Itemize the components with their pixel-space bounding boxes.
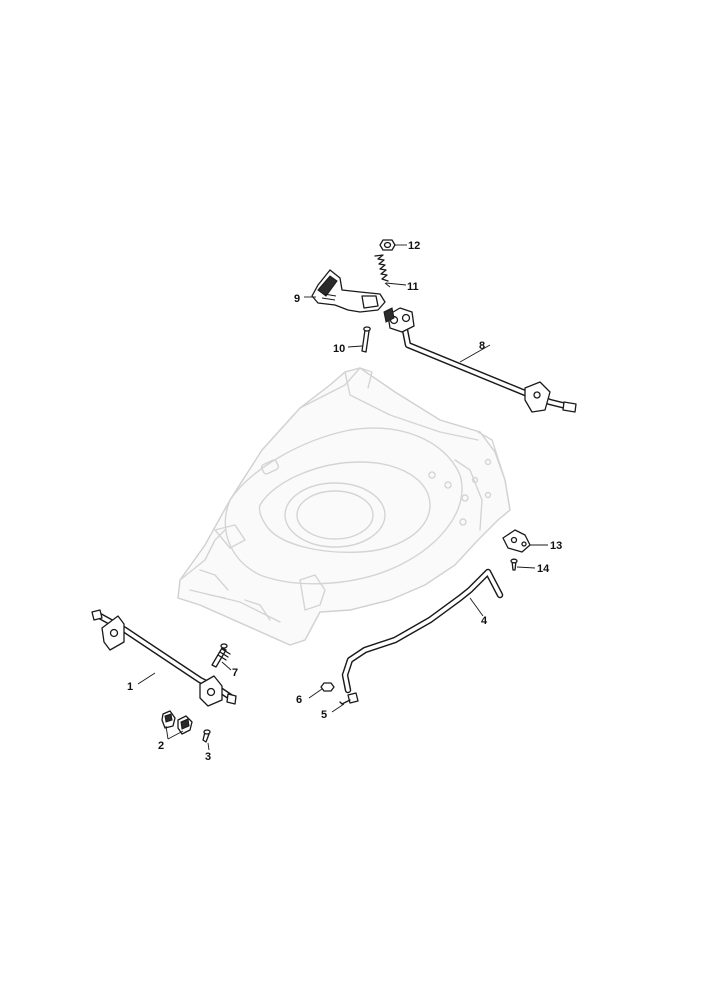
callout-6: 6 xyxy=(296,694,302,706)
part-14-screw xyxy=(510,558,518,571)
part-10-pin xyxy=(361,326,371,353)
part-13-plate xyxy=(502,529,531,553)
part-5-bolt xyxy=(339,692,359,705)
callout-8: 8 xyxy=(479,340,485,352)
callout-11: 11 xyxy=(407,281,419,293)
leader-lines xyxy=(137,244,548,751)
callout-4: 4 xyxy=(481,615,488,627)
part-9-lever-handle xyxy=(311,269,386,313)
callout-12: 12 xyxy=(408,240,420,252)
part-1-axle-rod xyxy=(91,609,237,707)
callout-2: 2 xyxy=(158,740,164,752)
part-2-clips xyxy=(161,710,193,735)
part-12-nut xyxy=(379,239,396,251)
callout-3: 3 xyxy=(205,751,211,763)
callout-labels: 1 2 3 4 5 6 7 8 9 10 11 12 13 14 xyxy=(127,240,562,763)
part-8-rear-height-rod xyxy=(383,307,577,413)
part-3-screw xyxy=(202,729,211,743)
callout-9: 9 xyxy=(294,293,300,305)
part-6-nut xyxy=(320,682,335,692)
callout-13: 13 xyxy=(550,540,562,552)
callout-7: 7 xyxy=(232,667,238,679)
part-4-front-height-rod xyxy=(341,568,504,694)
callout-5: 5 xyxy=(321,709,327,721)
part-7-spring-pin xyxy=(211,643,231,668)
mower-deck xyxy=(177,367,511,646)
callout-14: 14 xyxy=(537,563,550,575)
part-11-spring xyxy=(374,254,391,288)
callout-10: 10 xyxy=(333,343,345,355)
callout-1: 1 xyxy=(127,681,133,693)
